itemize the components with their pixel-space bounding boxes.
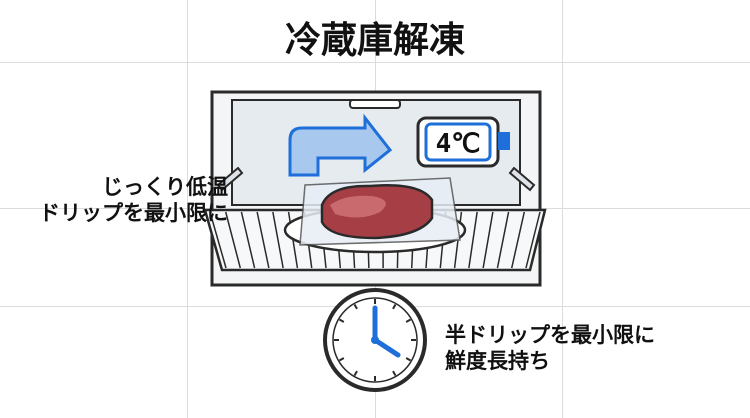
shelf-bar	[496, 211, 510, 269]
shelf-bar	[468, 211, 478, 269]
clock-tick	[353, 303, 358, 310]
left-caption-line2: ドリップを最小限に	[39, 201, 228, 226]
shelf-bar	[482, 211, 494, 269]
left-caption: じっくり低温 ドリップを最小限に	[39, 174, 228, 227]
shelf-bar	[240, 211, 256, 269]
shelf-bar	[256, 211, 270, 269]
clock-tick	[405, 357, 412, 362]
thermometer-icon	[416, 116, 510, 168]
clock-tick	[338, 357, 345, 362]
clock-icon	[323, 288, 427, 392]
clock-tick	[392, 303, 397, 310]
shelf-bar	[525, 211, 541, 269]
clock-tick	[392, 370, 397, 377]
page-title: 冷蔵庫解凍	[284, 20, 465, 61]
shelf-bar	[510, 211, 526, 269]
grid-line	[187, 0, 188, 418]
right-caption-line2: 鮮度長持ち	[445, 349, 550, 374]
right-caption: 半ドリップを最小限に 鮮度長持ち	[445, 322, 655, 375]
right-caption-line1: 半ドリップを最小限に	[445, 323, 655, 347]
clock-tick	[353, 370, 358, 377]
clock-tick	[405, 318, 412, 323]
thermometer-readout: 4℃	[436, 129, 481, 159]
shelf-bar	[224, 211, 242, 269]
left-caption-line1: じっくり低温	[102, 175, 228, 199]
shelf-bar	[209, 211, 227, 269]
plate-with-meat	[283, 177, 467, 254]
grid-line	[0, 62, 750, 63]
grid-line	[562, 0, 563, 418]
shelf-bar	[272, 211, 284, 269]
clock-tick	[338, 318, 345, 323]
arrow-icon	[288, 113, 393, 177]
